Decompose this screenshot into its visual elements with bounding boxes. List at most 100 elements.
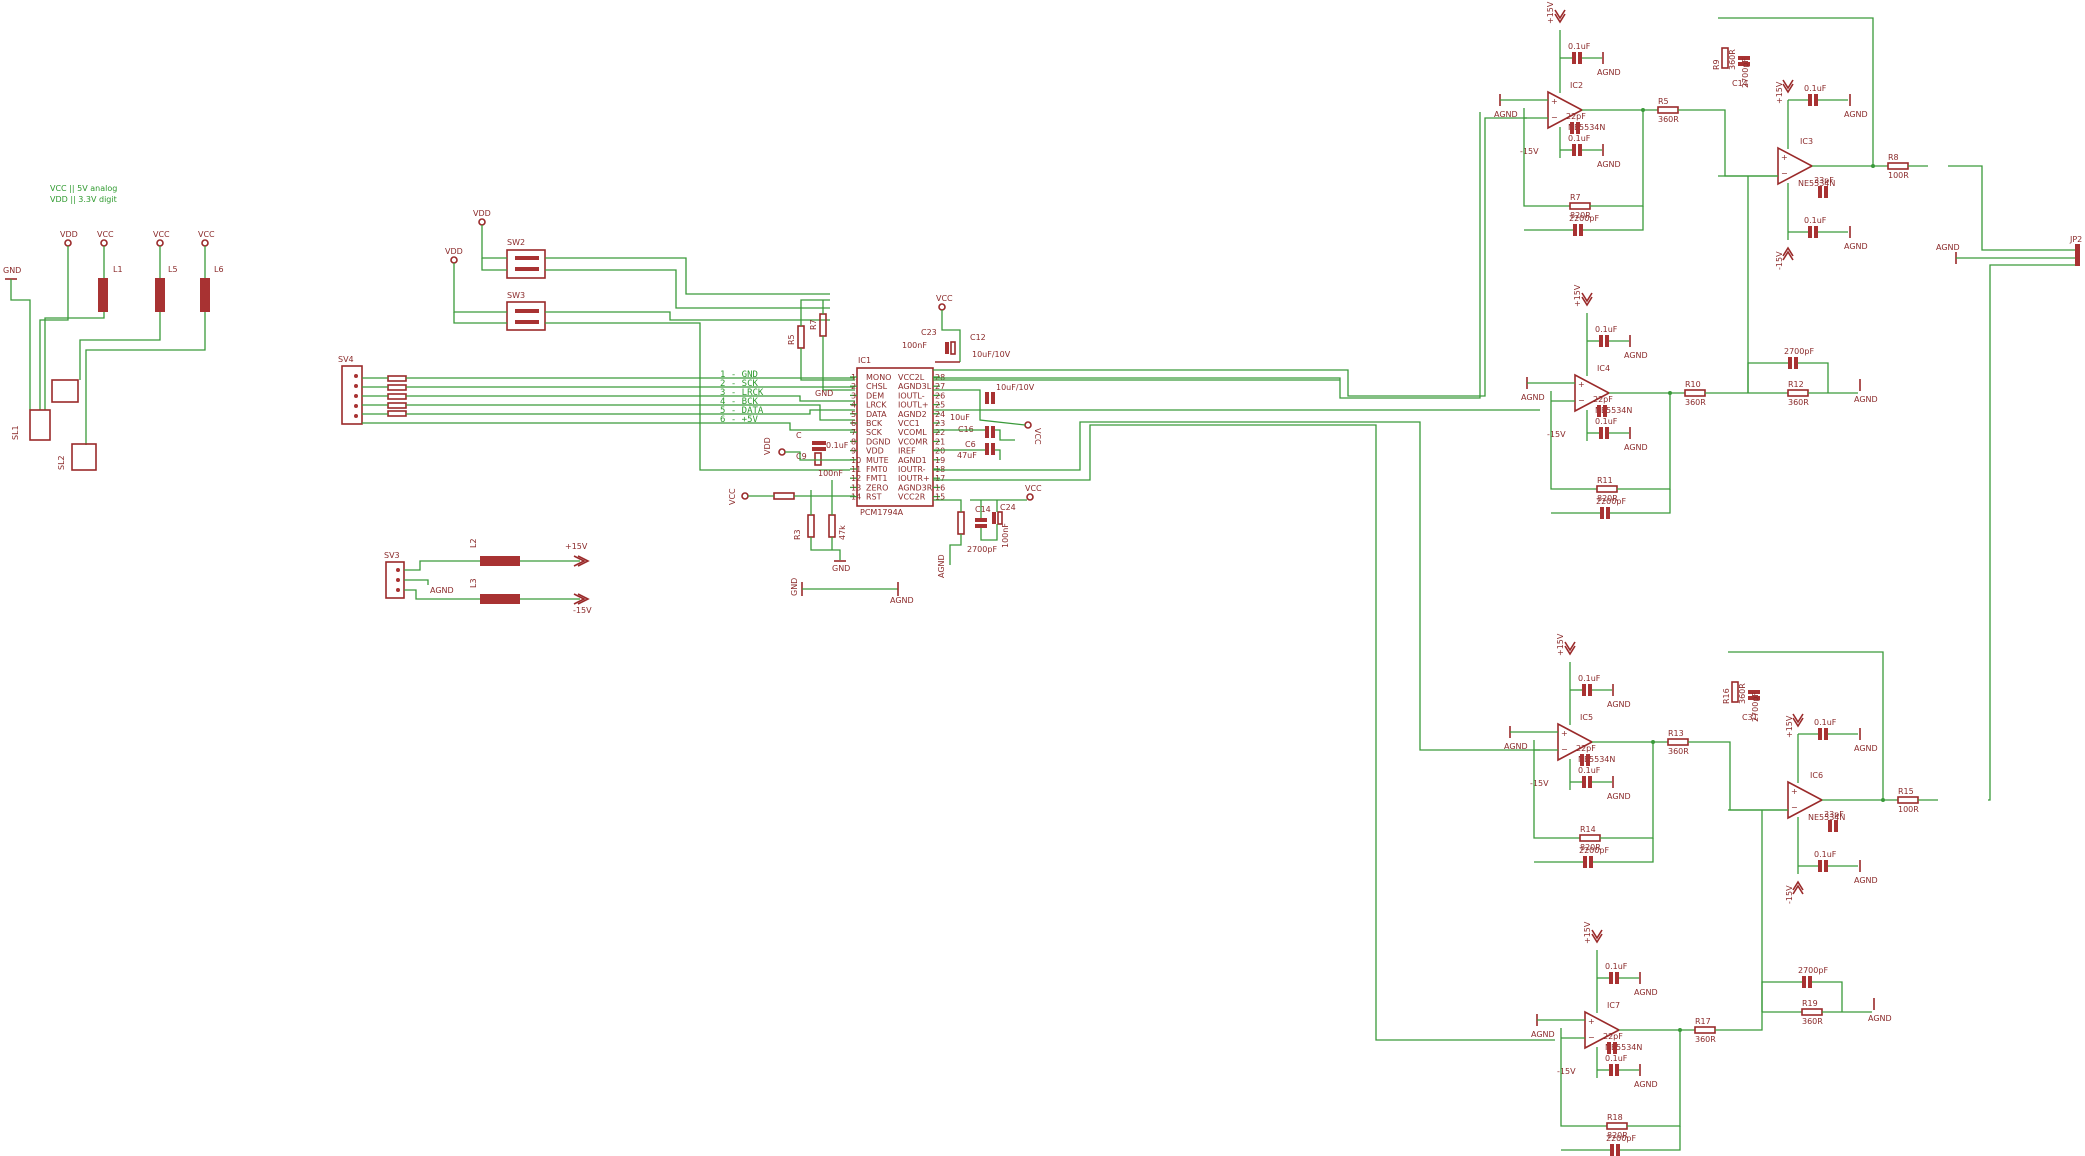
dac-pin-data: DATA: [866, 410, 887, 419]
cap-value: 0.1uF: [1568, 134, 1591, 143]
inductor-l5: [155, 278, 165, 312]
ground-label: AGND: [1854, 876, 1878, 885]
vcc-source-icon: [100, 239, 108, 247]
opamp-ref: IC6: [1810, 771, 1823, 780]
capacitor-icon: [1609, 1064, 1613, 1076]
cap-value: 2200pF: [1579, 846, 1609, 855]
cap-ref: C31: [1742, 713, 1758, 722]
dac-pin-ioutln: IOUTL-: [898, 391, 925, 400]
pin-label-bck: 4 - BCK: [720, 397, 759, 407]
svg-text:SL1: SL1: [11, 425, 20, 440]
header-sv4: [341, 365, 363, 425]
dac-pin-zero: ZERO: [866, 483, 888, 492]
resistor-value: 360R: [1695, 1035, 1716, 1044]
stage-ic2: +−IC2NE5534N+15V0.1uFAGND-15V0.1uFAGND22…: [1494, 1, 1698, 236]
svg-text:SW3: SW3: [507, 291, 525, 300]
rail-plus15: +15V: [1583, 921, 1592, 944]
dac-pin-number: 12: [851, 474, 861, 483]
dac-pin-number: 25: [935, 401, 945, 410]
svg-text:47k: 47k: [838, 525, 847, 540]
resistor-r7: [1569, 202, 1591, 210]
input-pinout-labels: 1 - GND 2 - SCK 3 - LRCK 4 - BCK 5 - DAT…: [720, 370, 764, 425]
svg-text:C12: C12: [970, 333, 986, 342]
opamp-part: NE5534N: [1595, 406, 1632, 415]
power-input-section: GND VDD VCC VCC VCC L1 L5 L6 SL1 SL2: [3, 230, 224, 471]
dac-pin-agnd1: AGND1: [898, 456, 927, 465]
resistor-ref: R15: [1898, 787, 1914, 796]
svg-text:C: C: [796, 431, 802, 440]
rail-minus15: -15V: [1775, 251, 1784, 270]
output-connector-section: JP2 AGND: [1936, 165, 2082, 801]
dac-pin-vcomr: VCOMR: [898, 437, 928, 446]
svg-text:L2: L2: [469, 538, 478, 548]
supply-arrow-icon: [1792, 717, 1804, 728]
rail-minus15: -15V: [1785, 885, 1794, 904]
opamp-pin-minus: −: [1551, 113, 1558, 122]
resistor-ref: R19: [1802, 999, 1818, 1008]
dac-pin-number: 21: [935, 437, 945, 446]
capacitor-icon: [1573, 224, 1577, 236]
rail-plus15: +15V: [1775, 81, 1784, 104]
svg-text:GND: GND: [815, 389, 833, 398]
opamp-pin-plus: +: [1791, 787, 1798, 796]
resistor-value: 100R: [1898, 805, 1919, 814]
ground-label: AGND: [1597, 68, 1621, 77]
resistor-value: 360R: [1668, 747, 1689, 756]
dac-pin-dgnd: DGND: [866, 437, 891, 446]
resistor-r18: [1606, 1122, 1628, 1130]
svg-text:GND: GND: [832, 564, 850, 573]
rail-minus15: -15V: [1530, 779, 1549, 788]
supply-arrow-icon: [1581, 296, 1593, 307]
opamp-pin-plus: +: [1551, 97, 1558, 106]
dac-output-wires: [933, 112, 1555, 1041]
svg-text:10uF/10V: 10uF/10V: [996, 383, 1035, 392]
resistor-value: 360R: [1788, 398, 1809, 407]
svg-text:C9: C9: [796, 452, 807, 461]
ground-label: AGND: [1521, 393, 1545, 402]
cap-value: 0.1uF: [1578, 766, 1601, 775]
cap-ref: C14: [1732, 79, 1748, 88]
dac-pin-mute: MUTE: [866, 456, 889, 465]
dac-body: [856, 367, 934, 507]
dac-pin-number: 26: [935, 391, 945, 400]
series-resistors: [387, 375, 407, 417]
opamp-part: NE5534N: [1808, 813, 1845, 822]
cap-value: 0.1uF: [1804, 84, 1827, 93]
dac-pin-number: 2: [851, 382, 856, 391]
cap-value: 22pF: [1603, 1032, 1623, 1041]
dac-pin-agnd2: AGND2: [898, 410, 927, 419]
resistor-r5: [1657, 106, 1679, 114]
vcc-label-2: VCC: [153, 230, 170, 239]
resistor-ref: R14: [1580, 825, 1596, 834]
dac-pin-number: 24: [935, 410, 945, 419]
capacitor-icon: [1583, 856, 1587, 868]
cap-value: 0.1uF: [1568, 42, 1591, 51]
resistor-r4: [819, 313, 827, 337]
svg-text:C23: C23: [921, 328, 937, 337]
ground-label: AGND: [1634, 988, 1658, 997]
svg-text:GND: GND: [790, 578, 799, 596]
ground-label: AGND: [1504, 742, 1528, 751]
cap-value: 2200pF: [1606, 1134, 1636, 1143]
svg-text:AGND: AGND: [430, 586, 454, 595]
svg-text:SL2: SL2: [57, 455, 66, 470]
pin-label-gnd: 1 - GND: [720, 370, 758, 380]
dac-pin-ioutlp: IOUTL+: [898, 401, 929, 410]
dac-pin-agnd3r: AGND3R: [898, 483, 933, 492]
opamp-pin-plus: +: [1588, 1017, 1595, 1026]
capacitor-icon: [1599, 427, 1603, 439]
dac-pin-number: 16: [935, 483, 945, 492]
opamp-icon: [1777, 146, 1814, 186]
pin-label-lrck: 3 - LRCK: [720, 388, 764, 398]
dac-pin-bck: BCK: [866, 419, 883, 428]
svg-text:L6: L6: [214, 265, 224, 274]
dac-pin-number: 3: [851, 391, 856, 400]
ground-label: AGND: [1844, 110, 1868, 119]
resistor-value: 820R: [1570, 211, 1591, 220]
dac-pin-ioutrp: IOUTR+: [898, 474, 930, 483]
resistor-value: 360R: [1728, 49, 1737, 70]
resistor-value: 360R: [1802, 1017, 1823, 1026]
cap-value: 0.1uF: [1814, 718, 1837, 727]
svg-text:R5: R5: [787, 334, 796, 345]
